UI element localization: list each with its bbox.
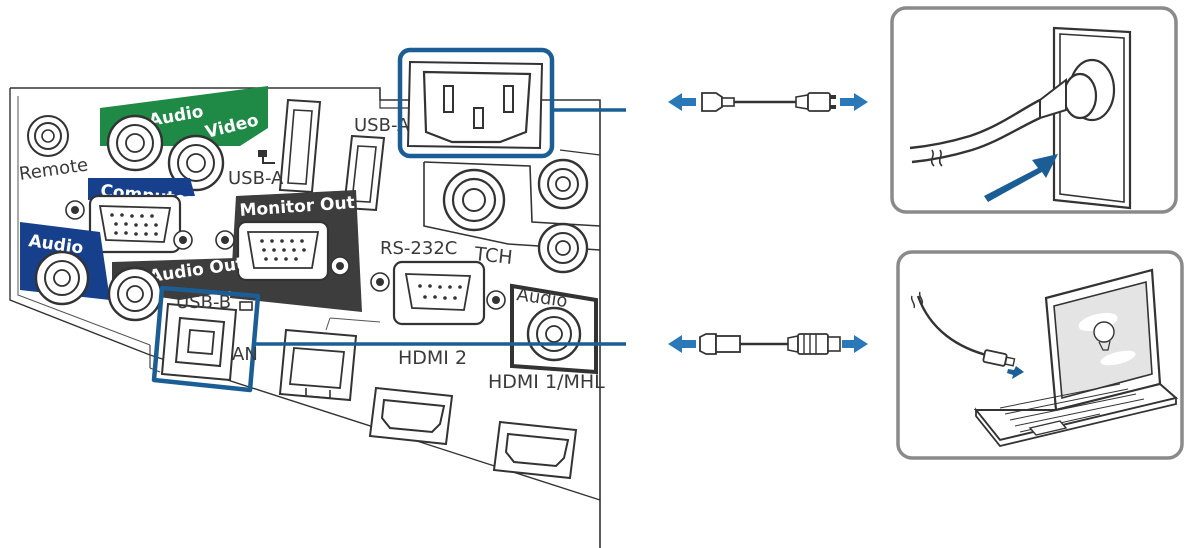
usb-b-symbol-icon	[239, 301, 253, 311]
usb-a-left-port	[278, 98, 322, 194]
audio-right-jack	[526, 306, 582, 362]
projector-panel: Remote Audio Video Computer	[9, 47, 605, 548]
monitor-out-vga-port	[215, 220, 350, 282]
lan-label: AN	[232, 344, 258, 365]
usb-a-symbol-icon	[258, 150, 275, 164]
usb-cable-icon	[668, 333, 868, 355]
rs232c-port	[370, 260, 506, 326]
hdmi2-label: HDMI 2	[398, 347, 467, 369]
usb-b-highlight	[151, 285, 261, 393]
usb-a-right-label: USB-A	[354, 115, 410, 136]
power-outlet-panel	[890, 6, 1178, 214]
audio-blue-jack	[34, 250, 90, 306]
audio-out-jack	[107, 266, 163, 322]
right-jack-middle	[537, 222, 589, 274]
usb-b-port	[160, 302, 238, 382]
wall-outlet-with-plug-icon	[909, 26, 1132, 210]
computer-vga-port	[65, 194, 193, 254]
remote-label: Remote	[18, 154, 90, 184]
computer-badge	[88, 178, 195, 200]
right-jack-upper	[537, 158, 589, 210]
usb-b-label: USB-B	[176, 292, 231, 313]
power-inlet-highlight	[397, 47, 555, 159]
tch-label: TCH	[472, 243, 513, 269]
power-cable-icon	[668, 92, 868, 112]
tch-jack	[442, 168, 506, 232]
laptop-computer-icon	[910, 268, 1179, 448]
video-jack	[167, 134, 225, 192]
rs232c-label: RS-232C	[380, 238, 457, 259]
audio-in-jack	[106, 114, 164, 172]
lan-port	[278, 328, 358, 402]
usb-a-left-label: USB-A	[228, 168, 284, 189]
laptop-panel	[896, 250, 1184, 460]
hdmi2-port	[368, 386, 454, 446]
power-inlet	[406, 60, 544, 150]
hdmi1-label: HDMI 1/MHL	[488, 371, 605, 393]
hdmi1-port	[492, 420, 578, 480]
remote-port	[27, 115, 69, 157]
